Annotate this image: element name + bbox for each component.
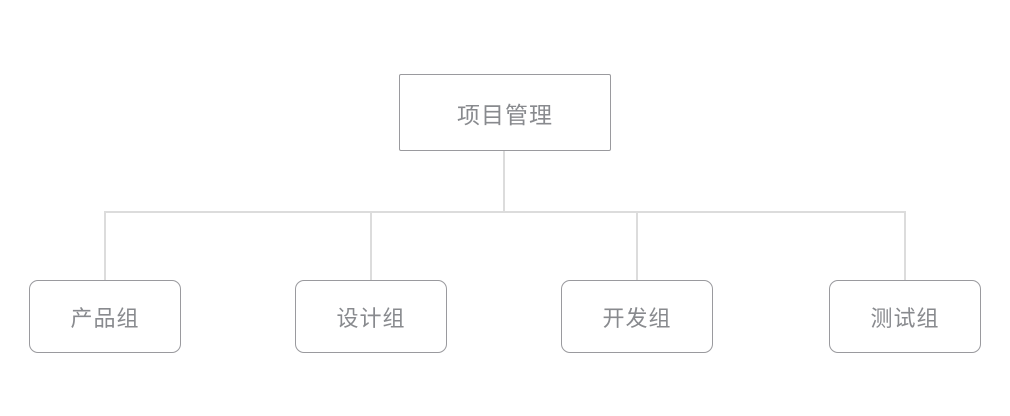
connector-drop-3 [636, 211, 638, 280]
connector-horizontal-bus [104, 211, 906, 213]
node-child-design[interactable]: 设计组 [295, 280, 447, 353]
node-child-label: 测试组 [870, 305, 940, 331]
node-child-label: 设计组 [336, 305, 406, 331]
node-child-product[interactable]: 产品组 [29, 280, 181, 353]
node-child-label: 产品组 [70, 305, 140, 331]
connector-drop-2 [370, 211, 372, 280]
node-child-development[interactable]: 开发组 [561, 280, 713, 353]
connector-root-trunk [503, 150, 505, 212]
connector-drop-4 [904, 211, 906, 280]
node-root-label: 项目管理 [457, 101, 553, 128]
node-child-testing[interactable]: 测试组 [829, 280, 981, 353]
connector-drop-1 [104, 211, 106, 280]
node-child-label: 开发组 [602, 305, 672, 331]
node-root[interactable]: 项目管理 [399, 74, 611, 151]
